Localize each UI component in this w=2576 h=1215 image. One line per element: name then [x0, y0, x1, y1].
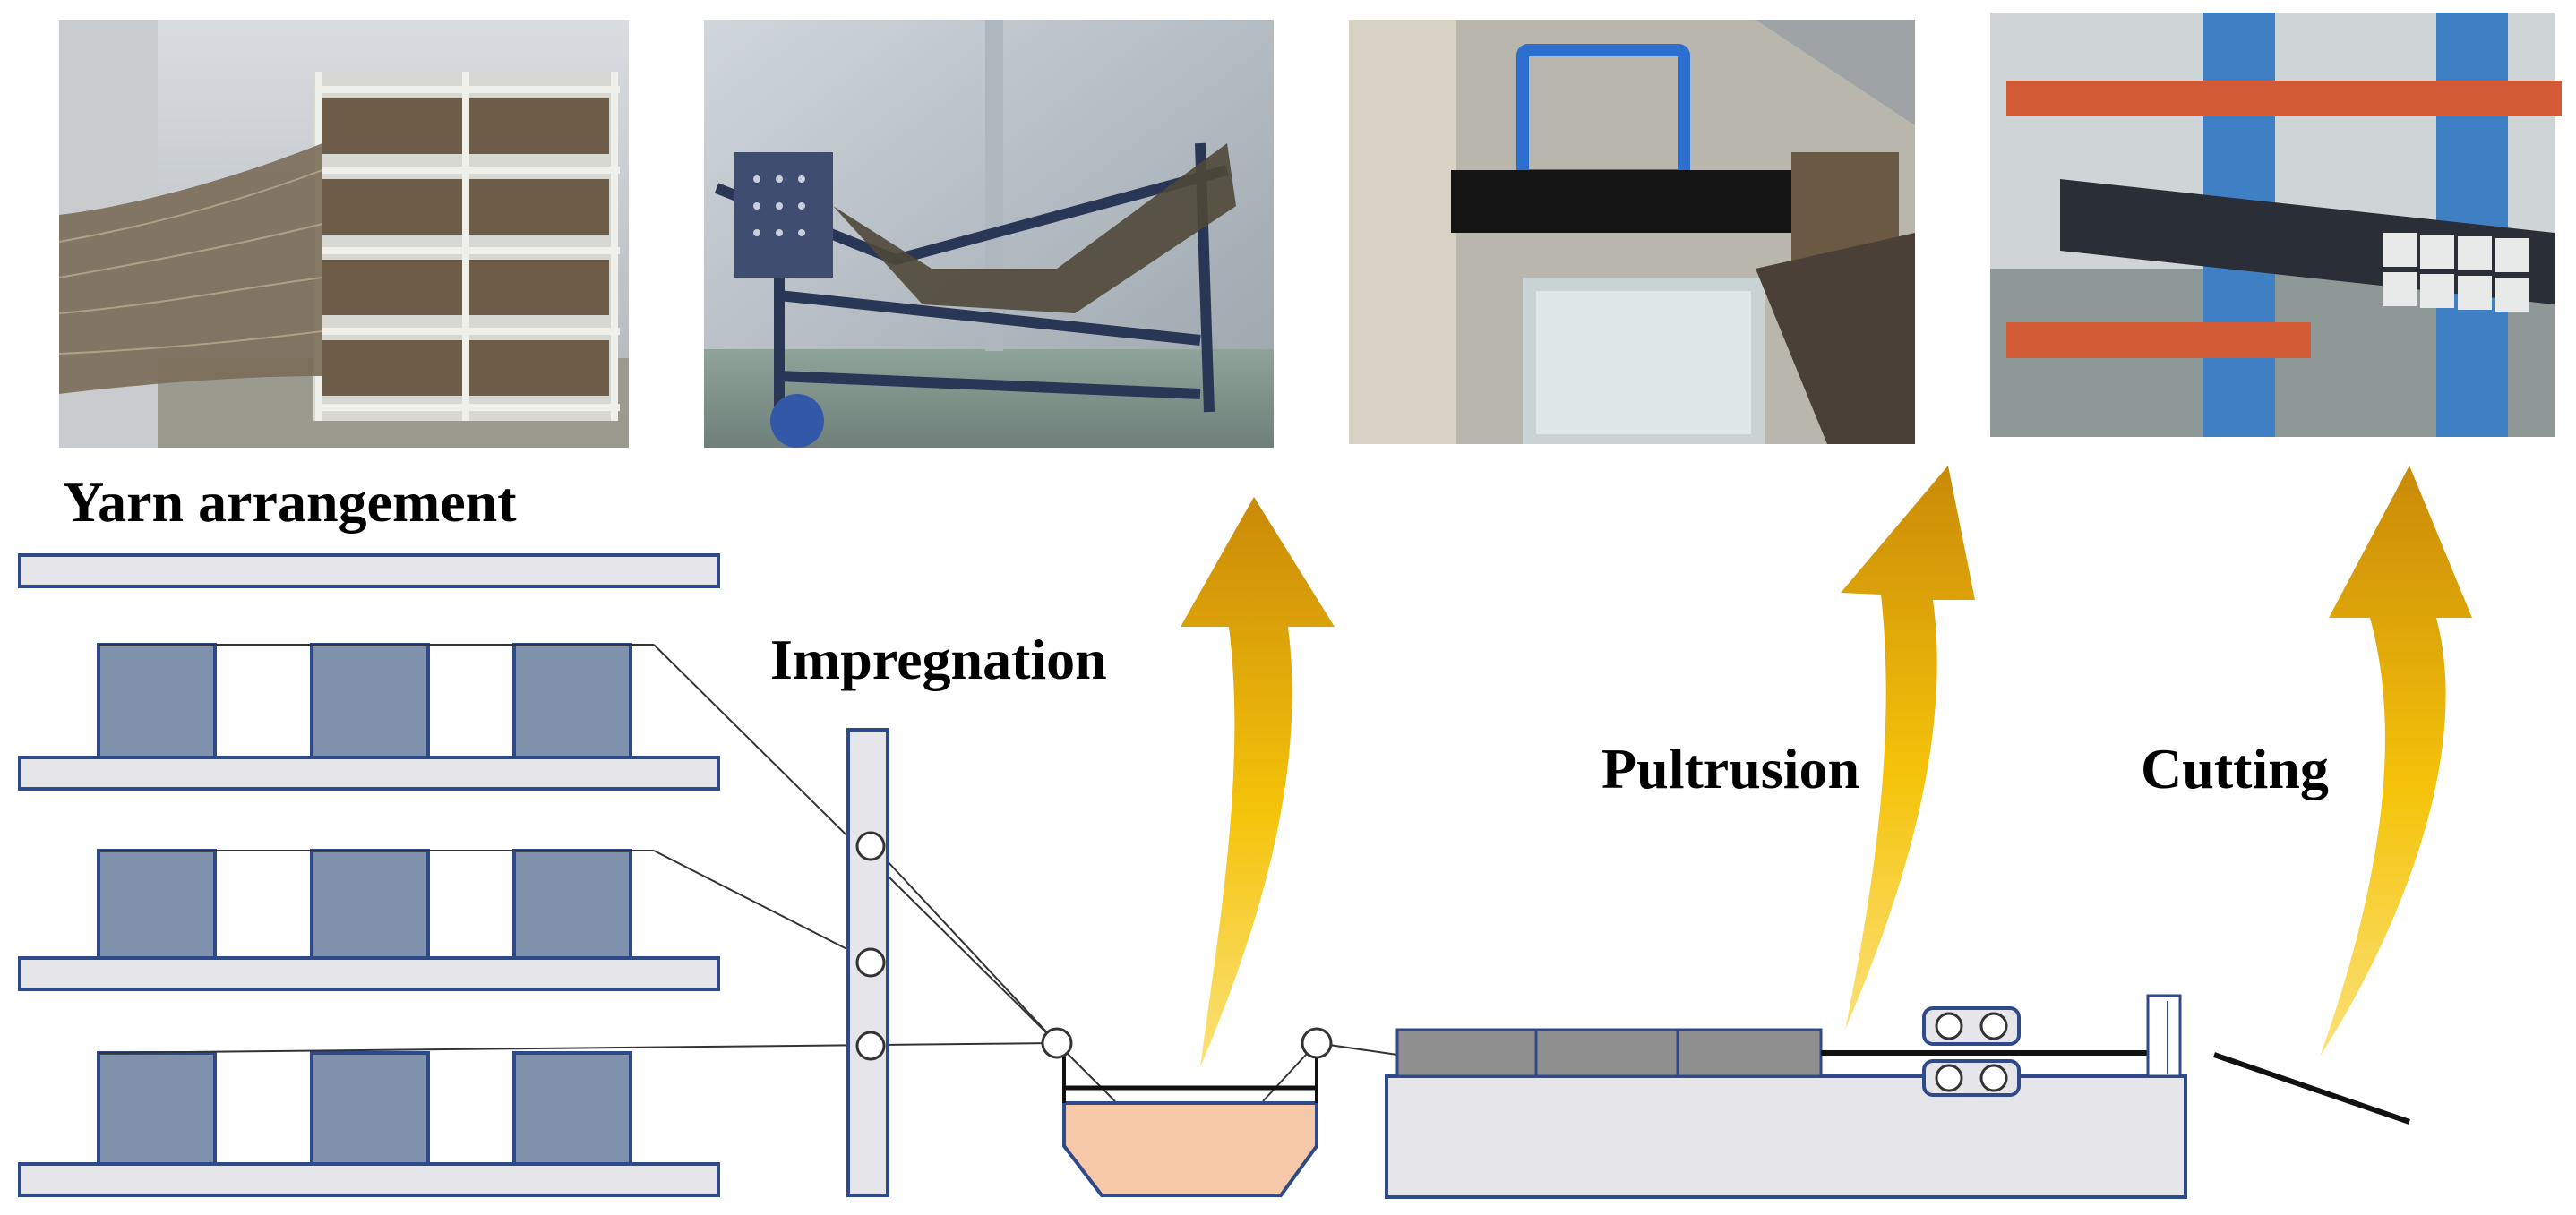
yarn-bobbin	[310, 849, 430, 960]
guide-roller	[855, 947, 886, 978]
creel-top-shelf	[18, 553, 720, 588]
yarn-bobbin	[97, 849, 217, 960]
arrow-cutting	[2320, 466, 2472, 1057]
guide-roller	[855, 1031, 886, 1061]
impregnation-frame-photo	[704, 20, 1274, 448]
cutter	[2146, 994, 2182, 1078]
guide-rollers	[855, 831, 886, 1061]
arrow-pultrusion	[1841, 466, 1975, 1030]
pultrusion-machine	[1385, 994, 2410, 1199]
guide-roller	[855, 831, 886, 861]
pultrusion-die-photo	[1349, 20, 1915, 444]
machine-table	[1385, 1074, 2187, 1199]
yarn-creel-photo	[58, 20, 629, 448]
yarn-bobbin	[310, 643, 430, 759]
pultrusion-label: Pultrusion	[1601, 737, 1859, 800]
creel-shelf	[18, 1162, 720, 1197]
yarn-bobbin	[97, 1051, 217, 1166]
yarn-bobbin	[310, 1051, 430, 1166]
impregnation-label: Impregnation	[770, 628, 1107, 691]
bath-roller	[1041, 1027, 1073, 1059]
heated-die	[1676, 1028, 1823, 1078]
bath-roller	[1301, 1027, 1333, 1059]
cut-profile	[2213, 1052, 2410, 1125]
yarn-creel-schematic	[18, 553, 720, 1197]
yarn-bobbin	[512, 849, 632, 960]
heated-die	[1534, 1028, 1679, 1078]
cutting-label: Cutting	[2141, 737, 2329, 800]
cut-profiles-rack-photo	[1990, 13, 2562, 437]
creel-shelf	[18, 956, 720, 991]
yarn-bobbin	[512, 1051, 632, 1166]
arrow-impregnation	[1181, 497, 1335, 1067]
resin-bath	[1041, 1027, 1333, 1197]
heated-die	[1395, 1028, 1538, 1078]
creel-shelf	[18, 756, 720, 791]
yarn-bobbin	[97, 643, 217, 759]
yarn-paths	[98, 644, 1398, 1102]
yarn-bobbin	[512, 643, 632, 759]
yarn-arrangement-label: Yarn arrangement	[63, 470, 517, 534]
